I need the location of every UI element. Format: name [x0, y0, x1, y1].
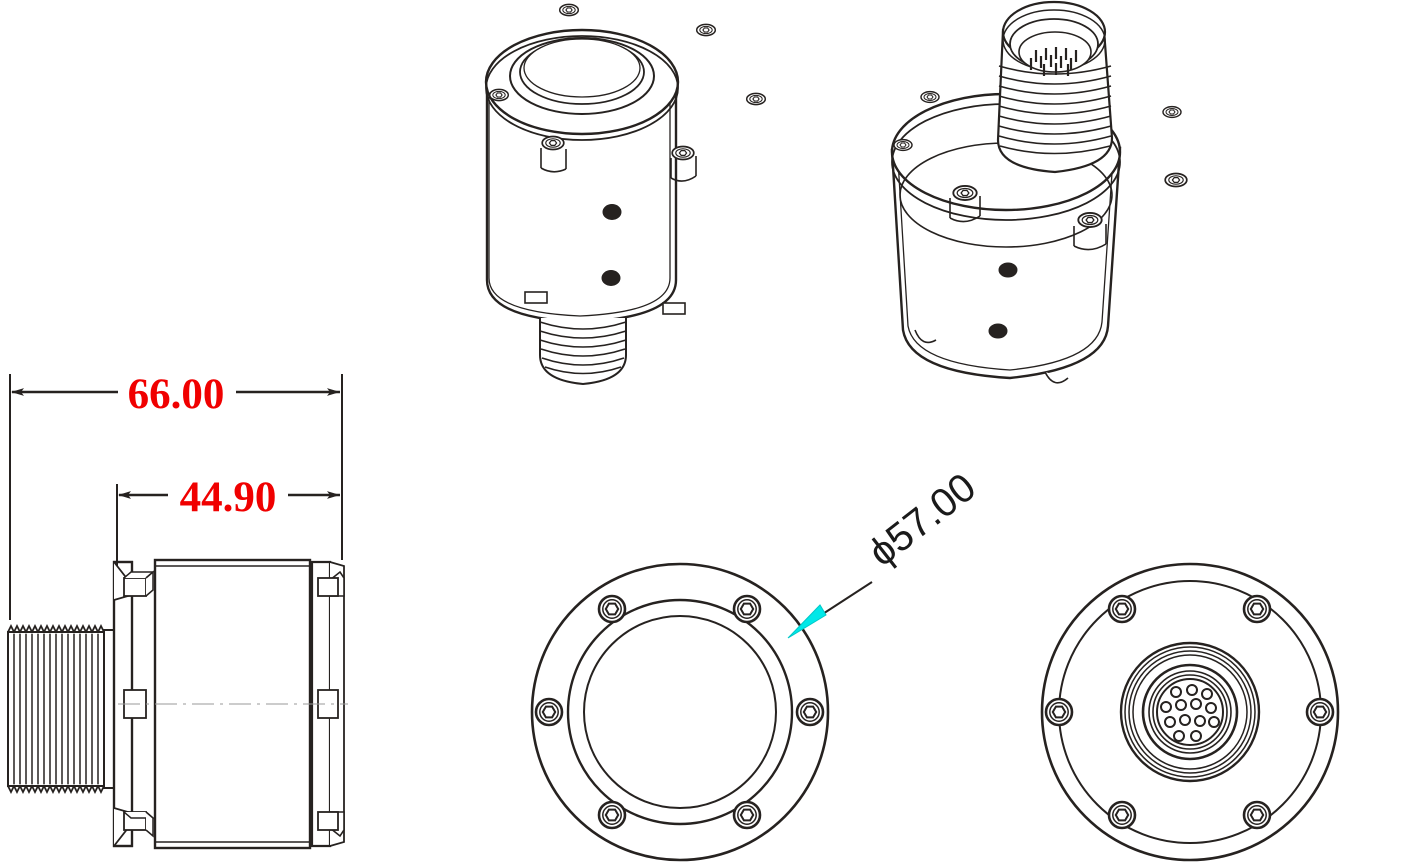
- iso-front-lug-left: [524, 291, 548, 304]
- nipple-shoulder: [103, 629, 115, 789]
- iso-front-flange-edge: [485, 35, 679, 141]
- iso-front-threaded-nipple: [539, 318, 627, 386]
- iso-front-body-inner: [488, 86, 671, 317]
- thread-crest-top: [7, 623, 105, 635]
- isometric-rear-view: [890, 0, 1188, 384]
- dimension-overall-length: 66.00: [9, 371, 343, 620]
- iso-front-bolt-bosses: [488, 3, 767, 182]
- rear-face-view: [1040, 562, 1340, 862]
- iso-rear-lug-left: [914, 329, 937, 344]
- front-face-view: [530, 562, 830, 862]
- dimension-label-body-length: 44.90: [180, 474, 277, 521]
- threaded-nipple: [7, 623, 115, 795]
- iso-front-vent-hole-2: [601, 270, 621, 286]
- dimension-label-overall-length: 66.00: [128, 371, 225, 418]
- dimension-body-length: 44.90: [116, 474, 340, 566]
- side-elevation-view: [7, 558, 348, 850]
- rear-face-connector-rings: [1119, 641, 1261, 783]
- iso-rear-body-inner: [897, 157, 1114, 371]
- iso-connector-pins: [1029, 47, 1078, 76]
- thread-lines: [13, 634, 99, 784]
- iso-front-bore: [523, 38, 641, 98]
- iso-rear-lug-bottom: [1044, 371, 1069, 384]
- rear-face-connector-pins: [1160, 684, 1220, 742]
- iso-rear-vent-hole-1: [998, 262, 1018, 278]
- iso-rear-bolt-bosses: [893, 90, 1188, 251]
- thread-crest-bottom: [7, 783, 105, 795]
- isometric-front-view: [484, 3, 767, 386]
- iso-rear-vent-hole-2: [988, 323, 1008, 339]
- bolt-head-right-bottom: [317, 811, 339, 831]
- leader-arrowhead: [787, 604, 827, 639]
- iso-rear-connector-boss: [996, 0, 1114, 174]
- iso-front-lug-right: [662, 302, 686, 315]
- iso-front-vent-hole-1: [602, 204, 622, 220]
- bolt-head-detail-top: [123, 577, 147, 597]
- front-face-inner-bore: [583, 615, 777, 809]
- bolt-head-right-top: [317, 577, 339, 597]
